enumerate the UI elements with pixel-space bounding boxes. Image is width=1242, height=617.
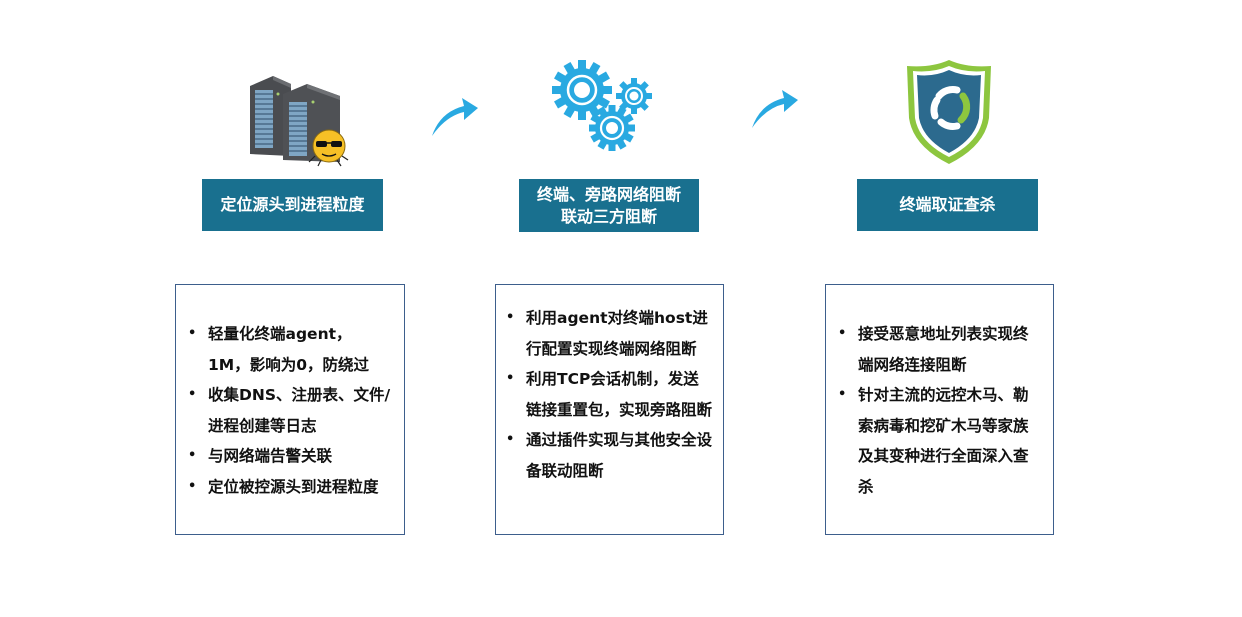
step-2-title-line-1: 终端、旁路网络阻断 — [536, 184, 681, 204]
step-2-title-line-2: 联动三方阻断 — [560, 206, 657, 226]
step-1-title-line: 定位源头到进程粒度 — [220, 195, 365, 214]
arrow-right-curved-icon — [750, 88, 800, 130]
bullet-item: 接受恶意地址列表实现终端网络连接阻断 — [828, 319, 1043, 380]
bullet-item: 通过插件实现与其他安全设备联动阻断 — [496, 425, 713, 486]
gears-icon — [550, 58, 658, 153]
step-3-card: 接受恶意地址列表实现终端网络连接阻断 针对主流的远控木马、勒索病毒和挖矿木马等家… — [825, 284, 1054, 535]
step-3-title-line: 终端取证查杀 — [899, 195, 996, 214]
bullet-item: 收集DNS、注册表、文件/进程创建等日志 — [178, 380, 392, 441]
bullet-item: 利用TCP会话机制，发送链接重置包，实现旁路阻断 — [496, 364, 713, 425]
bullet-item: 针对主流的远控木马、勒索病毒和挖矿木马等家族及其变种进行全面深入查杀 — [828, 380, 1043, 502]
step-3-title: 终端取证查杀 — [857, 179, 1038, 231]
step-2-card: 利用agent对终端host进行配置实现终端网络阻断 利用TCP会话机制，发送链… — [495, 284, 724, 535]
shield-icon — [905, 58, 993, 166]
step-1-card: 轻量化终端agent，1M，影响为0，防绕过 收集DNS、注册表、文件/进程创建… — [175, 284, 405, 535]
step-2-title: 终端、旁路网络阻断 联动三方阻断 — [519, 179, 699, 232]
step-2-bullets: 利用agent对终端host进行配置实现终端网络阻断 利用TCP会话机制，发送链… — [496, 303, 713, 486]
step-3-bullets: 接受恶意地址列表实现终端网络连接阻断 针对主流的远控木马、勒索病毒和挖矿木马等家… — [828, 319, 1043, 502]
bullet-item: 定位被控源头到进程粒度 — [178, 472, 392, 503]
server-with-spy-icon — [245, 72, 350, 167]
arrow-right-curved-icon — [430, 96, 480, 138]
bullet-item: 利用agent对终端host进行配置实现终端网络阻断 — [496, 303, 713, 364]
bullet-item: 轻量化终端agent，1M，影响为0，防绕过 — [178, 319, 392, 380]
bullet-item: 与网络端告警关联 — [178, 441, 392, 472]
step-1-bullets: 轻量化终端agent，1M，影响为0，防绕过 收集DNS、注册表、文件/进程创建… — [178, 319, 392, 502]
step-1-title: 定位源头到进程粒度 — [202, 179, 383, 231]
